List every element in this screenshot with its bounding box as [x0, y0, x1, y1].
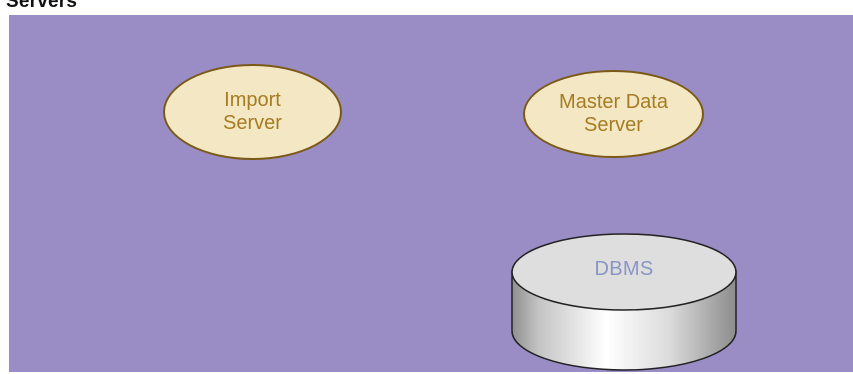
import-server-label-line1: Import — [224, 89, 281, 111]
panel-notch — [0, 165, 9, 374]
master-data-server-node: Master Data Server — [523, 70, 704, 158]
master-data-server-label-line2: Server — [584, 114, 643, 136]
database-icon — [511, 233, 737, 371]
import-server-node: Import Server — [163, 64, 342, 160]
dbms-label: DBMS — [594, 258, 654, 280]
master-data-server-label-line1: Master Data — [559, 91, 668, 113]
dbms-cylinder: DBMS — [509, 231, 739, 373]
diagram-heading: Servers — [6, 0, 78, 12]
import-server-label-line2: Server — [223, 112, 282, 134]
dbms-cylinder-top — [511, 233, 737, 311]
